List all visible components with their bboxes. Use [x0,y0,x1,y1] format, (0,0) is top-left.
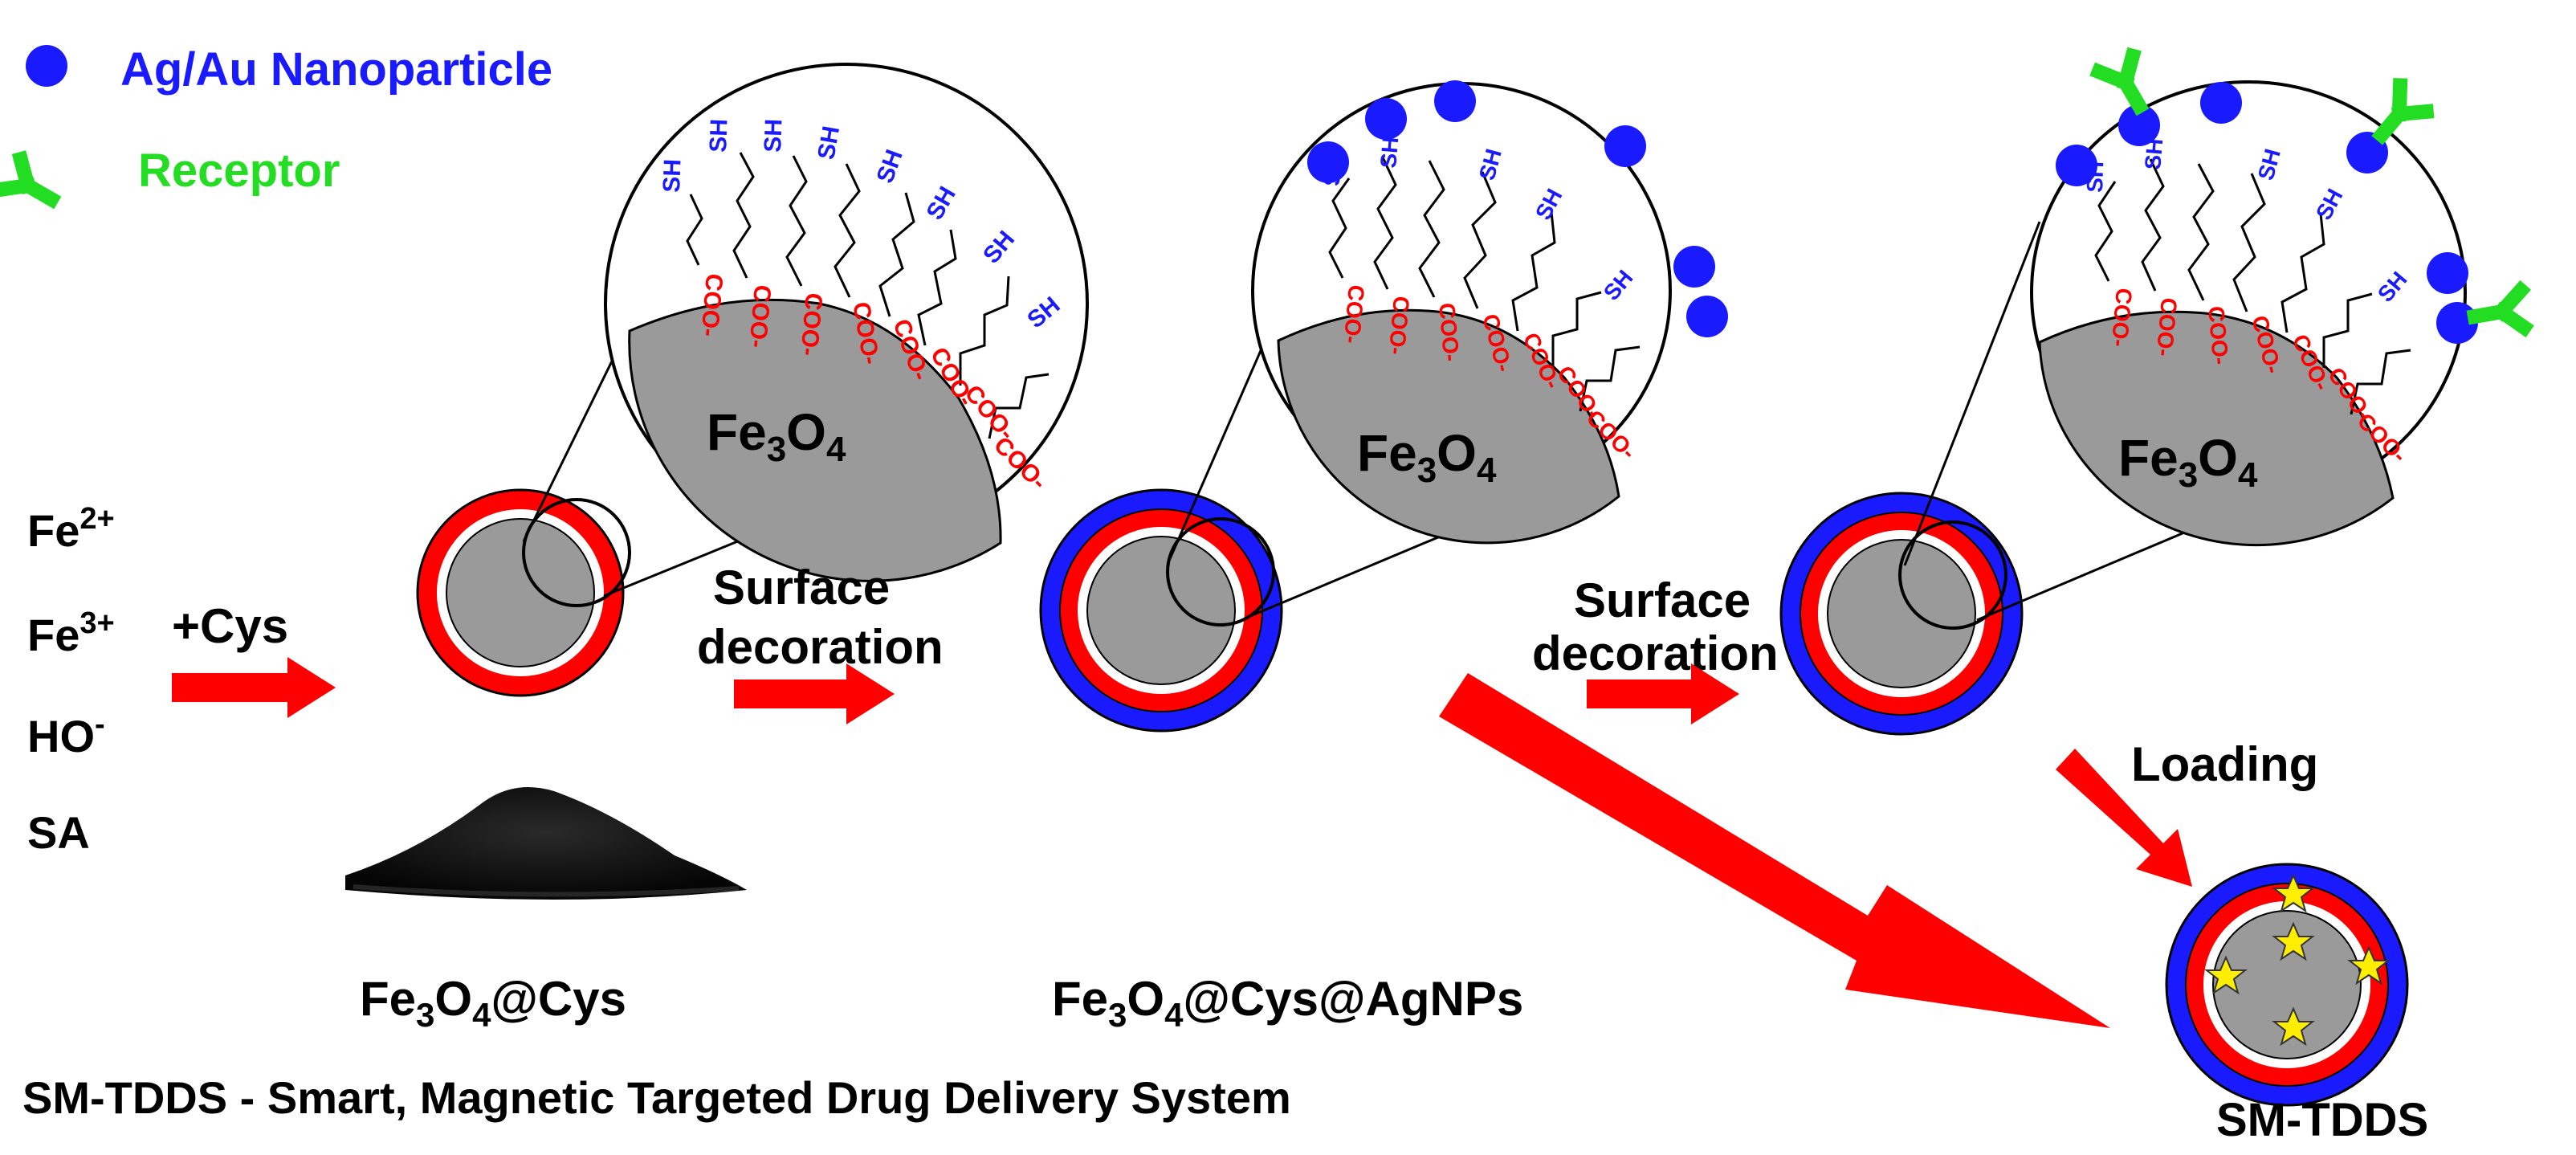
product1-label: Fe3O4@Cys [360,972,626,1034]
svg-text:SH: SH [760,118,787,153]
svg-text:SH: SH [658,158,686,193]
svg-text:COO-: COO- [695,272,728,337]
core-label: Fe3O4 [2118,429,2258,495]
zoom-view-1: COO- COO- COO- COO- COO- COO- COO- COO- … [604,63,1089,582]
step3-arrow [1587,663,1739,724]
svg-text:SH: SH [705,118,732,153]
step2-label: decoration [697,620,944,674]
step1-label: +Cys [172,599,288,653]
step3-label: Surface [1574,573,1751,627]
reagent-fe3: Fe3+ [27,606,115,660]
carboxyl-group-label: COO- COO- COO- COO- COO- COO- COO- COO- [695,272,1052,495]
svg-text:SH: SH [1376,136,1403,169]
zoom-view-2: COO- COO- COO- COO- COO- COO- COO- SH SH… [1251,80,1728,545]
svg-text:COO-: COO- [2107,287,2137,348]
direct-route-arrow [1439,673,2110,1028]
receptor-legend-icon [0,157,61,214]
particle-fe3o4-cys-agnps [1039,488,1283,733]
receptor-icon [2472,291,2527,336]
zoom-marker-2 [1166,517,1275,626]
reagent-fe2: Fe2+ [27,502,115,556]
svg-text:COO-: COO- [1339,284,1369,345]
receptor-icon [2368,85,2428,147]
svg-text:COO-: COO- [744,284,776,349]
step4-arrow [2056,749,2192,887]
nanoparticle-dot [1307,80,1728,337]
step4-label: Loading [2131,737,2318,791]
svg-text:COO-: COO- [1434,302,1464,363]
reagent-sa: SA [27,807,90,858]
step1-arrow [172,657,336,718]
svg-text:SH: SH [813,124,845,161]
svg-text:COO-: COO- [2203,305,2233,366]
product2-label: Fe3O4@Cys@AgNPs [1052,972,1523,1034]
particle-sm-tdds [2165,863,2409,1107]
legend-receptor-label: Receptor [138,145,340,197]
zoom-marker-3 [1898,520,2007,630]
reagent-ho: HO- [27,708,105,761]
black-powder-pile-icon [345,787,747,900]
core-label: Fe3O4 [1357,424,1497,490]
step3-label: decoration [1532,626,1779,680]
step2-arrow [734,663,895,724]
zoom-marker-1 [522,498,631,607]
legend-nanoparticle-label: Ag/Au Nanoparticle [120,43,552,96]
final-product-label: SM-TDDS [2216,1094,2428,1146]
svg-text:COO-: COO- [795,292,827,357]
particle-fe3o4-cys [416,488,625,697]
carboxyl-group-label: COO- COO- COO- COO- COO- COO- COO- [2107,287,2412,467]
particle-functionalized [1779,492,2024,736]
svg-text:COO-: COO- [2152,296,2182,357]
nanoparticle-legend-icon [26,45,67,87]
diagram-caption: SM-TDDS - Smart, Magnetic Targeted Drug … [22,1072,1291,1123]
step2-label: Surface [713,561,890,614]
zoom-line [1903,221,2041,566]
svg-text:COO-: COO- [1384,295,1414,356]
core-label: Fe3O4 [707,403,846,469]
zoom-view-3: COO- COO- COO- COO- COO- COO- COO- SH SH… [2030,53,2527,547]
nanoparticle-dot [2056,82,2478,344]
